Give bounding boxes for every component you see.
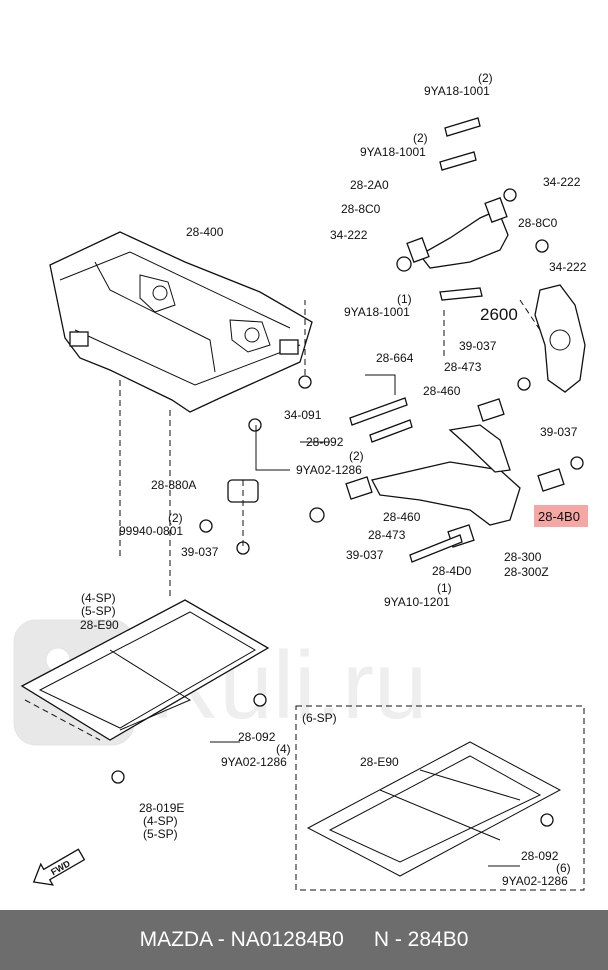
label-nut-39037-c: 39-037 [181, 545, 219, 559]
label-qty-2-nut: (2) [168, 511, 183, 525]
label-nut-39037-d: 39-037 [346, 548, 384, 562]
label-washer-28460-a: 28-460 [423, 384, 461, 398]
parts-diagram: Ruli.ru [13, 71, 588, 891]
label-washer-28473-a: 28-473 [444, 360, 482, 374]
label-nut-right-mid: 34-222 [549, 260, 587, 274]
brace-4sp-5sp [20, 599, 270, 784]
label-bolt-9ya02-b: 9YA02-1286 [221, 755, 287, 769]
label-bolt-28019e: 28-019E [139, 801, 184, 815]
label-nut-bolt-set: 28-664 [376, 351, 414, 365]
label-nut-39037-a: 39-037 [459, 339, 497, 353]
label-qty-4: (4) [276, 742, 291, 756]
label-bushing-left: 28-8C0 [341, 202, 381, 216]
label-brace-28e90: 28-E90 [80, 618, 119, 632]
brace-6sp-panel [295, 705, 585, 891]
label-crossmember: 28-400 [186, 225, 224, 239]
label-bolt-9ya02: 9YA02-1286 [296, 463, 362, 477]
leader-lines [119, 299, 541, 867]
label-qty-bolt-1: (1) [397, 292, 412, 306]
label-washer-28473-b: 28-473 [368, 528, 406, 542]
highlight-box [534, 505, 588, 527]
lower-arm [309, 377, 584, 563]
label-qty-1-bolt: (1) [437, 581, 452, 595]
label-qty-top-2a: (2) [478, 71, 493, 85]
label-bolt-top-1: 9YA18-1001 [424, 84, 490, 98]
label-bracket-28092-c: 28-092 [521, 849, 559, 863]
label-mount-28880a: 28-880A [151, 478, 196, 492]
label-bolt-top-2: 9YA18-1001 [360, 145, 426, 159]
label-variant-6sp: (6-SP) [302, 711, 337, 725]
upper-arm [396, 117, 549, 272]
label-bolt-mid: 9YA18-1001 [344, 305, 410, 319]
footer-reference: N - 284B0 [373, 928, 469, 951]
fwd-arrow-icon: FWD [32, 848, 86, 886]
label-variant-4sp-b: (4-SP) [143, 814, 178, 828]
label-upper-arm: 28-2A0 [350, 178, 389, 192]
label-variant-5sp: (5-SP) [81, 604, 116, 618]
knuckle [439, 284, 586, 393]
label-variant-4sp: (4-SP) [81, 591, 116, 605]
label-nut-99940: 99940-0801 [119, 524, 183, 538]
label-highlight-part: 28-4B0 [538, 509, 580, 524]
label-qty-top-2b: (2) [413, 131, 428, 145]
footer-part-number: MAZDA - NA01284B0 [139, 928, 344, 951]
label-bracket-28092: 28-092 [306, 435, 344, 449]
label-bracket-28092-b: 28-092 [238, 730, 276, 744]
label-lower-arm: 28-300 [504, 550, 542, 564]
label-nut-right-top: 34-222 [543, 175, 581, 189]
label-lower-arm-z: 28-300Z [504, 565, 549, 579]
footer-bar: MAZDA - NA01284B0 N - 284B0 [0, 910, 608, 970]
label-variant-5sp-b: (5-SP) [143, 827, 178, 841]
label-nut-left: 34-222 [330, 228, 368, 242]
label-nut-34091: 34-091 [284, 408, 322, 422]
label-qty-6: (6) [556, 861, 571, 875]
label-qty-2-bolt: (2) [349, 449, 364, 463]
label-knuckle-ref: 2600 [480, 305, 518, 324]
label-bushing-28400: 28-4D0 [432, 564, 472, 578]
label-nut-39037-b: 39-037 [540, 425, 578, 439]
label-brace-28e90-b: 28-E90 [360, 755, 399, 769]
crossmember [49, 231, 313, 413]
label-bolt-9ya10: 9YA10-1201 [384, 595, 450, 609]
label-bushing-right: 28-8C0 [518, 216, 558, 230]
label-washer-28460-b: 28-460 [383, 510, 421, 524]
label-bolt-9ya02-c: 9YA02-1286 [502, 874, 568, 888]
